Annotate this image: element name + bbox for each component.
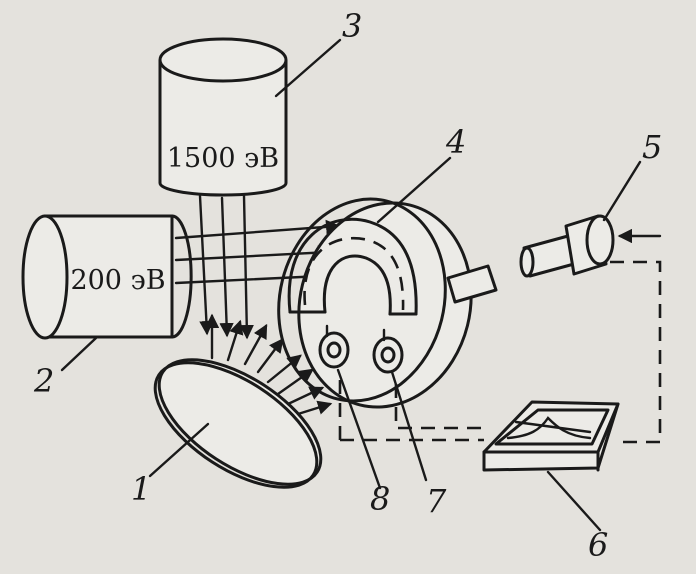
low-energy-label: 200 эВ [70, 265, 165, 296]
label-1: 1 [131, 470, 151, 508]
label-5: 5 [642, 128, 662, 166]
energy-analyzer [277, 197, 498, 409]
label-3: 3 [342, 7, 362, 45]
high-energy-label: 1500 эВ [167, 143, 279, 174]
detector-7 [372, 328, 404, 374]
label-6: 6 [588, 526, 608, 564]
label-8: 8 [370, 480, 390, 518]
spectrum-display [482, 400, 620, 472]
emitted-electrons [204, 313, 333, 416]
ion-gun [519, 214, 662, 278]
label-4: 4 [445, 123, 466, 161]
detector-8 [318, 324, 350, 369]
sample [153, 358, 323, 489]
high-energy-electron-gun: 1500 эВ [158, 37, 288, 197]
label-7: 7 [426, 482, 447, 520]
leader-lines [60, 38, 642, 532]
label-2: 2 [33, 362, 54, 400]
low-energy-electron-gun: 200 эВ [21, 214, 193, 340]
primary-beams-vertical [198, 194, 254, 340]
